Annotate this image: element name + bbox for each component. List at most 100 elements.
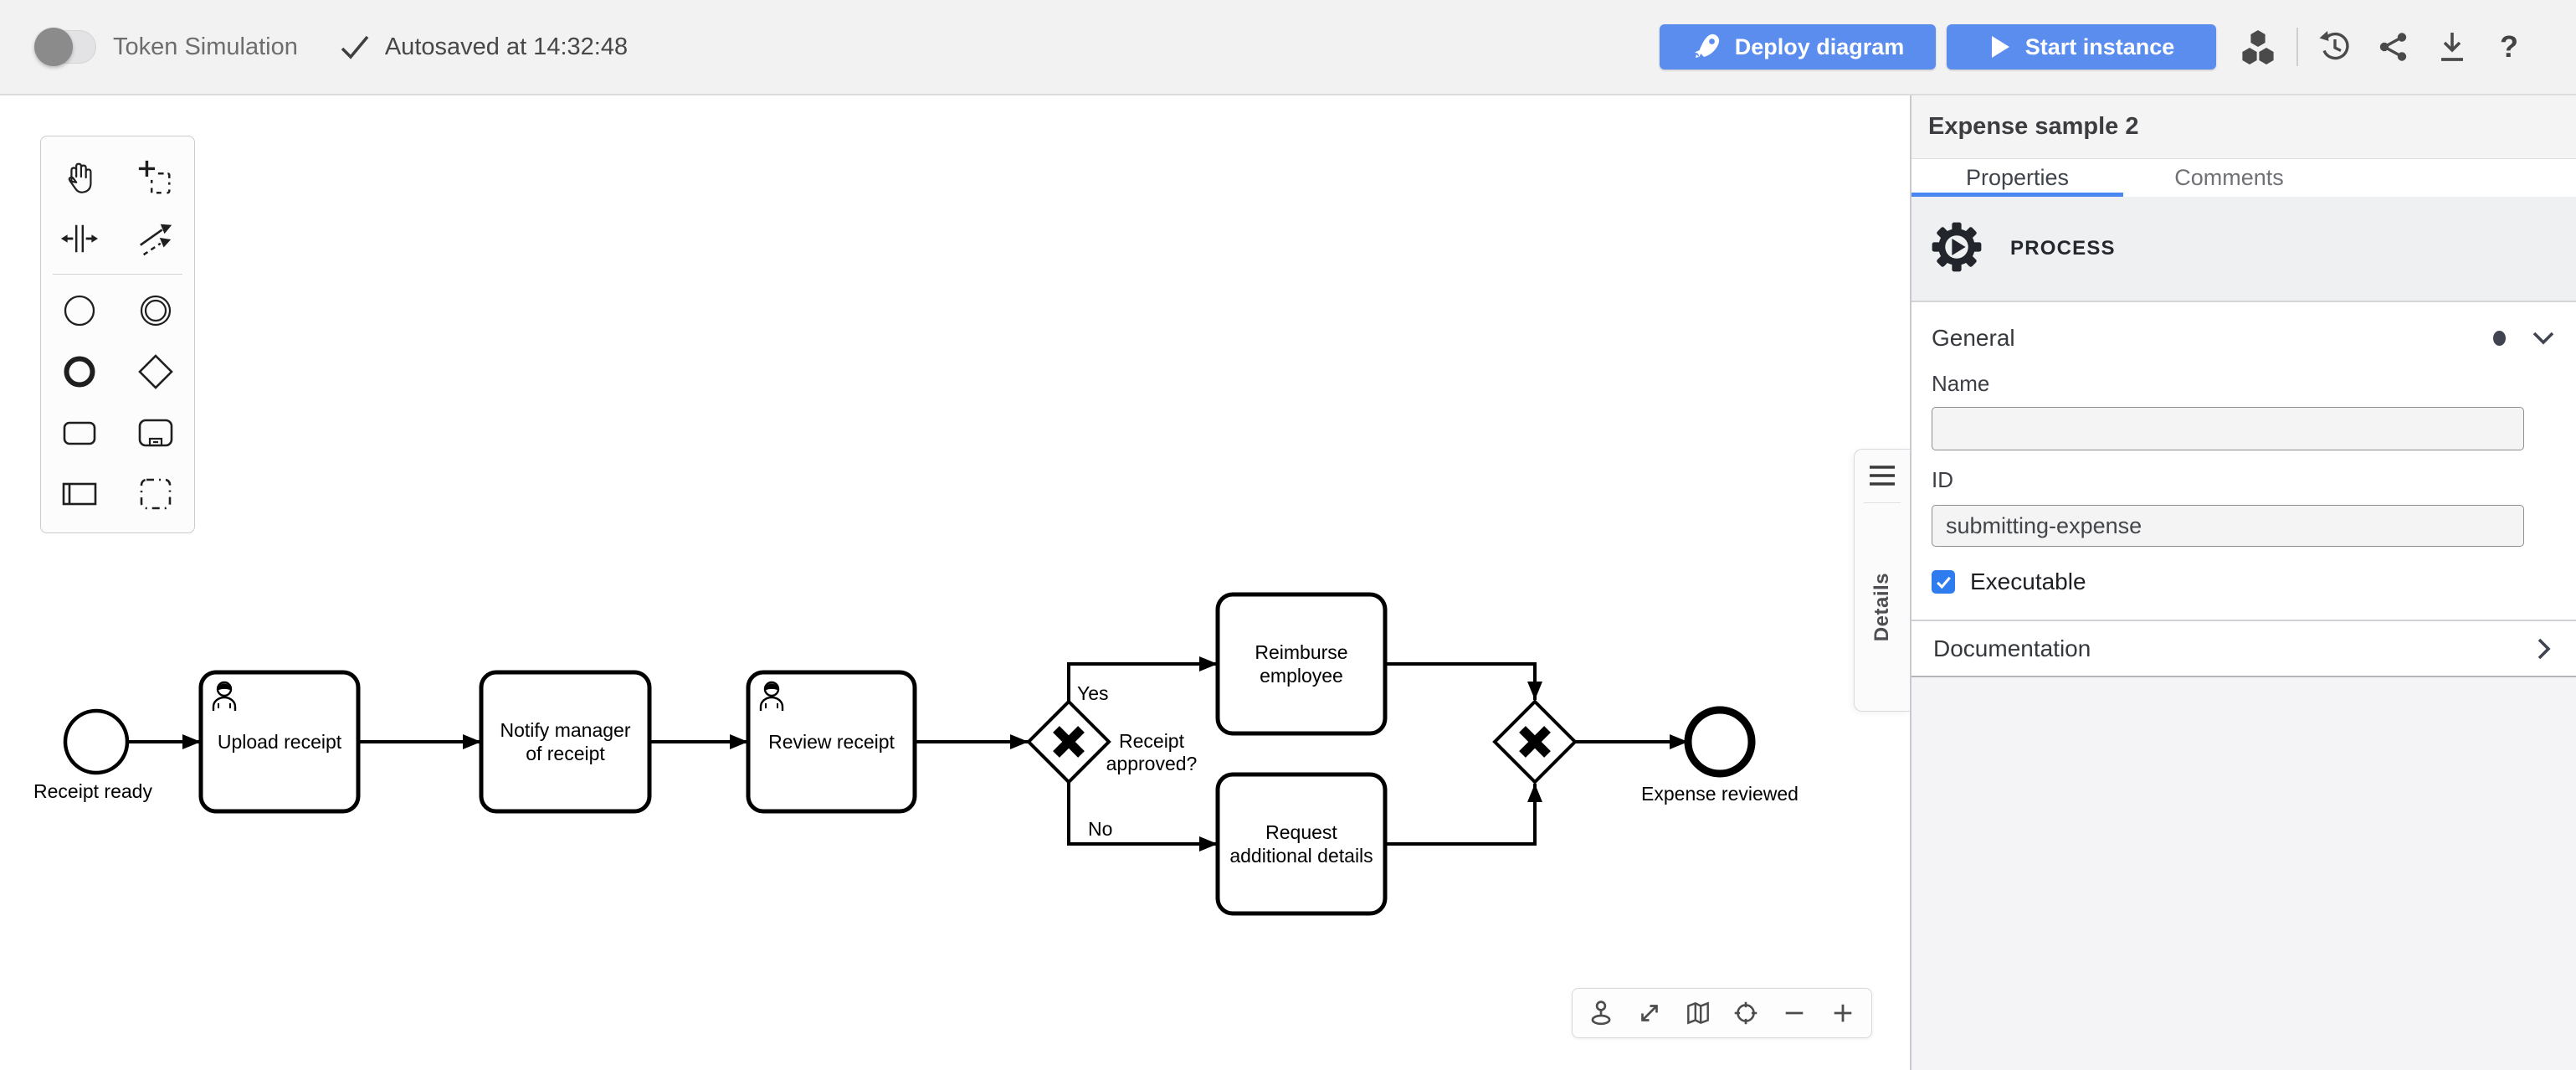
create-start-event-icon[interactable]: [41, 280, 118, 341]
start-instance-label: Start instance: [2024, 33, 2175, 59]
top-bar: Token Simulation Autosaved at 14:32:48 D…: [0, 0, 2576, 95]
panel-empty-area: [1911, 677, 2576, 1070]
bpmn-label: Review receipt: [768, 731, 895, 753]
history-icon[interactable]: [2317, 26, 2353, 68]
details-tab[interactable]: Details: [1854, 449, 1910, 712]
toggle-knob: [34, 28, 73, 66]
bpmn-label: Request: [1265, 821, 1337, 843]
details-tab-label: Details: [1870, 572, 1893, 642]
start-event-receipt-ready[interactable]: [63, 708, 130, 775]
name-field-label: Name: [1932, 371, 1990, 396]
hand-tool-icon[interactable]: [41, 147, 118, 208]
space-tool-icon[interactable]: [41, 208, 118, 269]
share-icon[interactable]: [2375, 26, 2412, 68]
canvas-controls: [1572, 988, 1872, 1038]
user-task-upload-receipt[interactable]: [198, 670, 361, 814]
tab-comments-label: Comments: [2174, 165, 2284, 190]
bpmn-label: approved?: [1106, 753, 1198, 774]
start-instance-button[interactable]: Start instance: [1947, 24, 2216, 69]
executable-checkbox[interactable]: [1932, 570, 1955, 594]
task-request-additional-details[interactable]: [1215, 772, 1388, 916]
pan-mode-icon[interactable]: [1584, 995, 1618, 1031]
tab-comments[interactable]: Comments: [2123, 159, 2335, 197]
deploy-diagram-label: Deploy diagram: [1734, 33, 1905, 59]
fit-to-viewport-icon[interactable]: [1633, 995, 1666, 1031]
xor-marker: [1053, 726, 1085, 758]
id-input[interactable]: [1932, 505, 2524, 547]
lasso-tool-icon[interactable]: [118, 147, 195, 208]
play-icon: [1988, 34, 2012, 59]
create-intermediate-event-icon[interactable]: [118, 280, 195, 341]
create-task-icon[interactable]: [41, 402, 118, 463]
end-event-expense-reviewed[interactable]: [1684, 706, 1756, 778]
zoom-out-icon[interactable]: [1778, 995, 1811, 1031]
tab-properties[interactable]: Properties: [1911, 159, 2123, 197]
create-group-icon[interactable]: [118, 463, 195, 524]
bpmn-label: No: [1088, 818, 1112, 840]
download-icon[interactable]: [2434, 26, 2471, 68]
create-end-event-icon[interactable]: [41, 341, 118, 402]
create-gateway-icon[interactable]: [118, 341, 195, 402]
bpmn-label: additional details: [1229, 845, 1373, 867]
id-field-label: ID: [1932, 467, 1953, 492]
bpmn-label: Yes: [1077, 682, 1109, 704]
token-simulation-toggle[interactable]: [34, 28, 96, 66]
minimap-icon[interactable]: [1681, 995, 1715, 1031]
autosave-check-icon: [340, 33, 370, 60]
flow-no[interactable]: [1067, 782, 1218, 851]
deploy-diagram-button[interactable]: Deploy diagram: [1660, 24, 1936, 69]
details-divider: [1864, 502, 1901, 503]
rocket-icon: [1691, 32, 1722, 62]
section-divider: [1911, 620, 2576, 621]
diagram-title: Expense sample 2: [1911, 95, 2576, 159]
top-bar-left: Token Simulation Autosaved at 14:32:48: [0, 28, 629, 66]
panel-tabs: Properties Comments: [1911, 159, 2576, 197]
bpmn-label: of receipt: [526, 743, 605, 764]
documentation-section-title: Documentation: [1933, 635, 2091, 661]
help-icon[interactable]: ?: [2491, 26, 2527, 68]
properties-panel: Expense sample 2 Properties Comments: [1910, 95, 2576, 1070]
create-pool-icon[interactable]: [41, 463, 118, 524]
section-filled-dot-icon: [2493, 331, 2506, 346]
bpmn-label: Upload receipt: [218, 731, 342, 753]
autosave-status: Autosaved at 14:32:48: [384, 33, 629, 60]
bpmn-label: employee: [1260, 665, 1343, 687]
toolbar-divider: [2296, 28, 2298, 66]
zoom-in-icon[interactable]: [1826, 995, 1860, 1031]
general-section-header[interactable]: General: [1932, 325, 2554, 351]
task-notify-manager-of-receipt[interactable]: [479, 670, 652, 814]
create-subprocess-icon[interactable]: [118, 402, 195, 463]
process-gear-icon: [1932, 221, 1982, 277]
flow-request-to-join[interactable]: [1385, 784, 1542, 846]
bpmn-palette: [40, 136, 195, 533]
hexagon-cluster-icon[interactable]: [2240, 26, 2276, 68]
global-connect-tool-icon[interactable]: [118, 208, 195, 269]
element-type-label: PROCESS: [2010, 237, 2116, 260]
xor-marker: [1519, 726, 1551, 758]
bpmn-label: Expense reviewed: [1641, 783, 1799, 805]
element-type-header: PROCESS: [1911, 197, 2576, 302]
chevron-down-icon[interactable]: [2532, 332, 2554, 345]
flow-yes[interactable]: [1067, 656, 1218, 702]
top-bar-right: Deploy diagram Start instance: [1660, 24, 2576, 69]
name-input[interactable]: [1932, 407, 2524, 450]
documentation-section-header[interactable]: Documentation: [1911, 621, 2576, 676]
help-label: ?: [2500, 29, 2518, 64]
tab-properties-label: Properties: [1965, 165, 2070, 190]
section-divider-strong: [1911, 676, 2576, 677]
executable-row: Executable: [1932, 568, 2554, 595]
executable-label: Executable: [1970, 568, 2086, 594]
bpmn-label: Reimburse: [1255, 641, 1347, 663]
bpmn-label: Notify manager: [500, 719, 631, 741]
bpmn-label: Receipt ready: [33, 780, 152, 802]
chevron-right-icon: [2538, 638, 2551, 660]
general-section-title: General: [1932, 325, 2015, 351]
user-task-review-receipt[interactable]: [746, 670, 917, 814]
reset-zoom-icon[interactable]: [1729, 995, 1763, 1031]
task-reimburse-employee[interactable]: [1215, 592, 1388, 736]
flow-reimburse-to-join[interactable]: [1385, 662, 1542, 700]
